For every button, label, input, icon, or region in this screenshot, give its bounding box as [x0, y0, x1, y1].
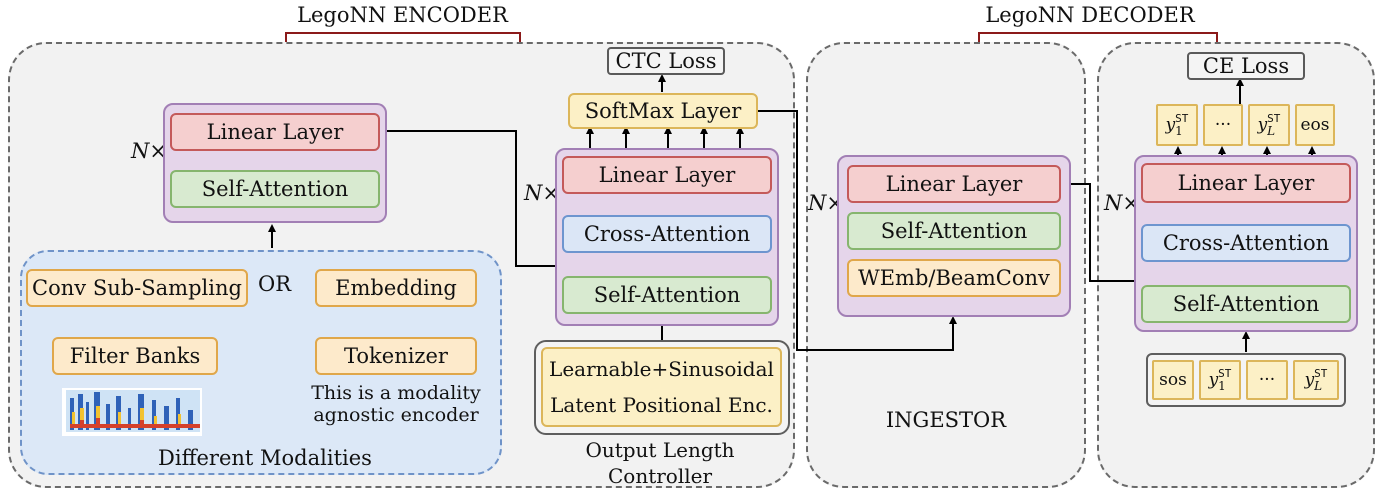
output-token-eos: eos — [1295, 104, 1335, 146]
olc-caption: Output Length Controller — [585, 438, 735, 488]
ingestor-label: INGESTOR — [885, 408, 1007, 432]
encoder-self-attention: Self-Attention — [170, 170, 380, 208]
olc-self-attention: Self-Attention — [562, 276, 772, 314]
olc-cross-attention: Cross-Attention — [562, 215, 772, 253]
ctc-loss: CTC Loss — [607, 47, 725, 75]
olc-linear-layer: Linear Layer — [562, 156, 772, 194]
decoder-self-attention: Self-Attention — [1141, 285, 1351, 323]
input-token-sos: sos — [1152, 360, 1194, 400]
input-token-dots: ··· — [1246, 360, 1288, 400]
encoder-title: LegoNN ENCODER — [297, 3, 508, 27]
decoder-title: LegoNN DECODER — [985, 3, 1195, 27]
modality-text-sample: This is a modality agnostic encoder — [311, 382, 481, 426]
olc-n-times: N× — [524, 181, 560, 205]
ce-loss: CE Loss — [1187, 52, 1305, 80]
positional-encoding: Learnable+Sinusoidal Latent Positional E… — [541, 347, 782, 427]
wemb-beamconv: WEmb/BeamConv — [847, 259, 1061, 297]
decoder-linear-layer: Linear Layer — [1141, 163, 1351, 203]
tokenizer: Tokenizer — [315, 337, 477, 375]
filter-banks: Filter Banks — [52, 337, 218, 375]
encoder-n-times: N× — [131, 139, 167, 163]
output-token-dots: ··· — [1203, 104, 1243, 146]
modalities-label: Different Modalities — [158, 446, 372, 470]
spectrogram-image — [62, 388, 202, 436]
ingestor-self-attention: Self-Attention — [847, 212, 1061, 250]
decoder-n-times: N× — [1104, 191, 1140, 215]
softmax-layer: SoftMax Layer — [568, 93, 758, 129]
or-label: OR — [258, 272, 292, 296]
ingestor-linear-layer: Linear Layer — [847, 165, 1061, 203]
positional-encoding-line2: Latent Positional Enc. — [550, 393, 773, 417]
encoder-linear-layer: Linear Layer — [170, 113, 380, 151]
embedding: Embedding — [315, 269, 477, 307]
decoder-cross-attention: Cross-Attention — [1141, 224, 1351, 262]
conv-sub-sampling: Conv Sub-Sampling — [26, 269, 248, 307]
positional-encoding-line1: Learnable+Sinusoidal — [549, 357, 774, 381]
